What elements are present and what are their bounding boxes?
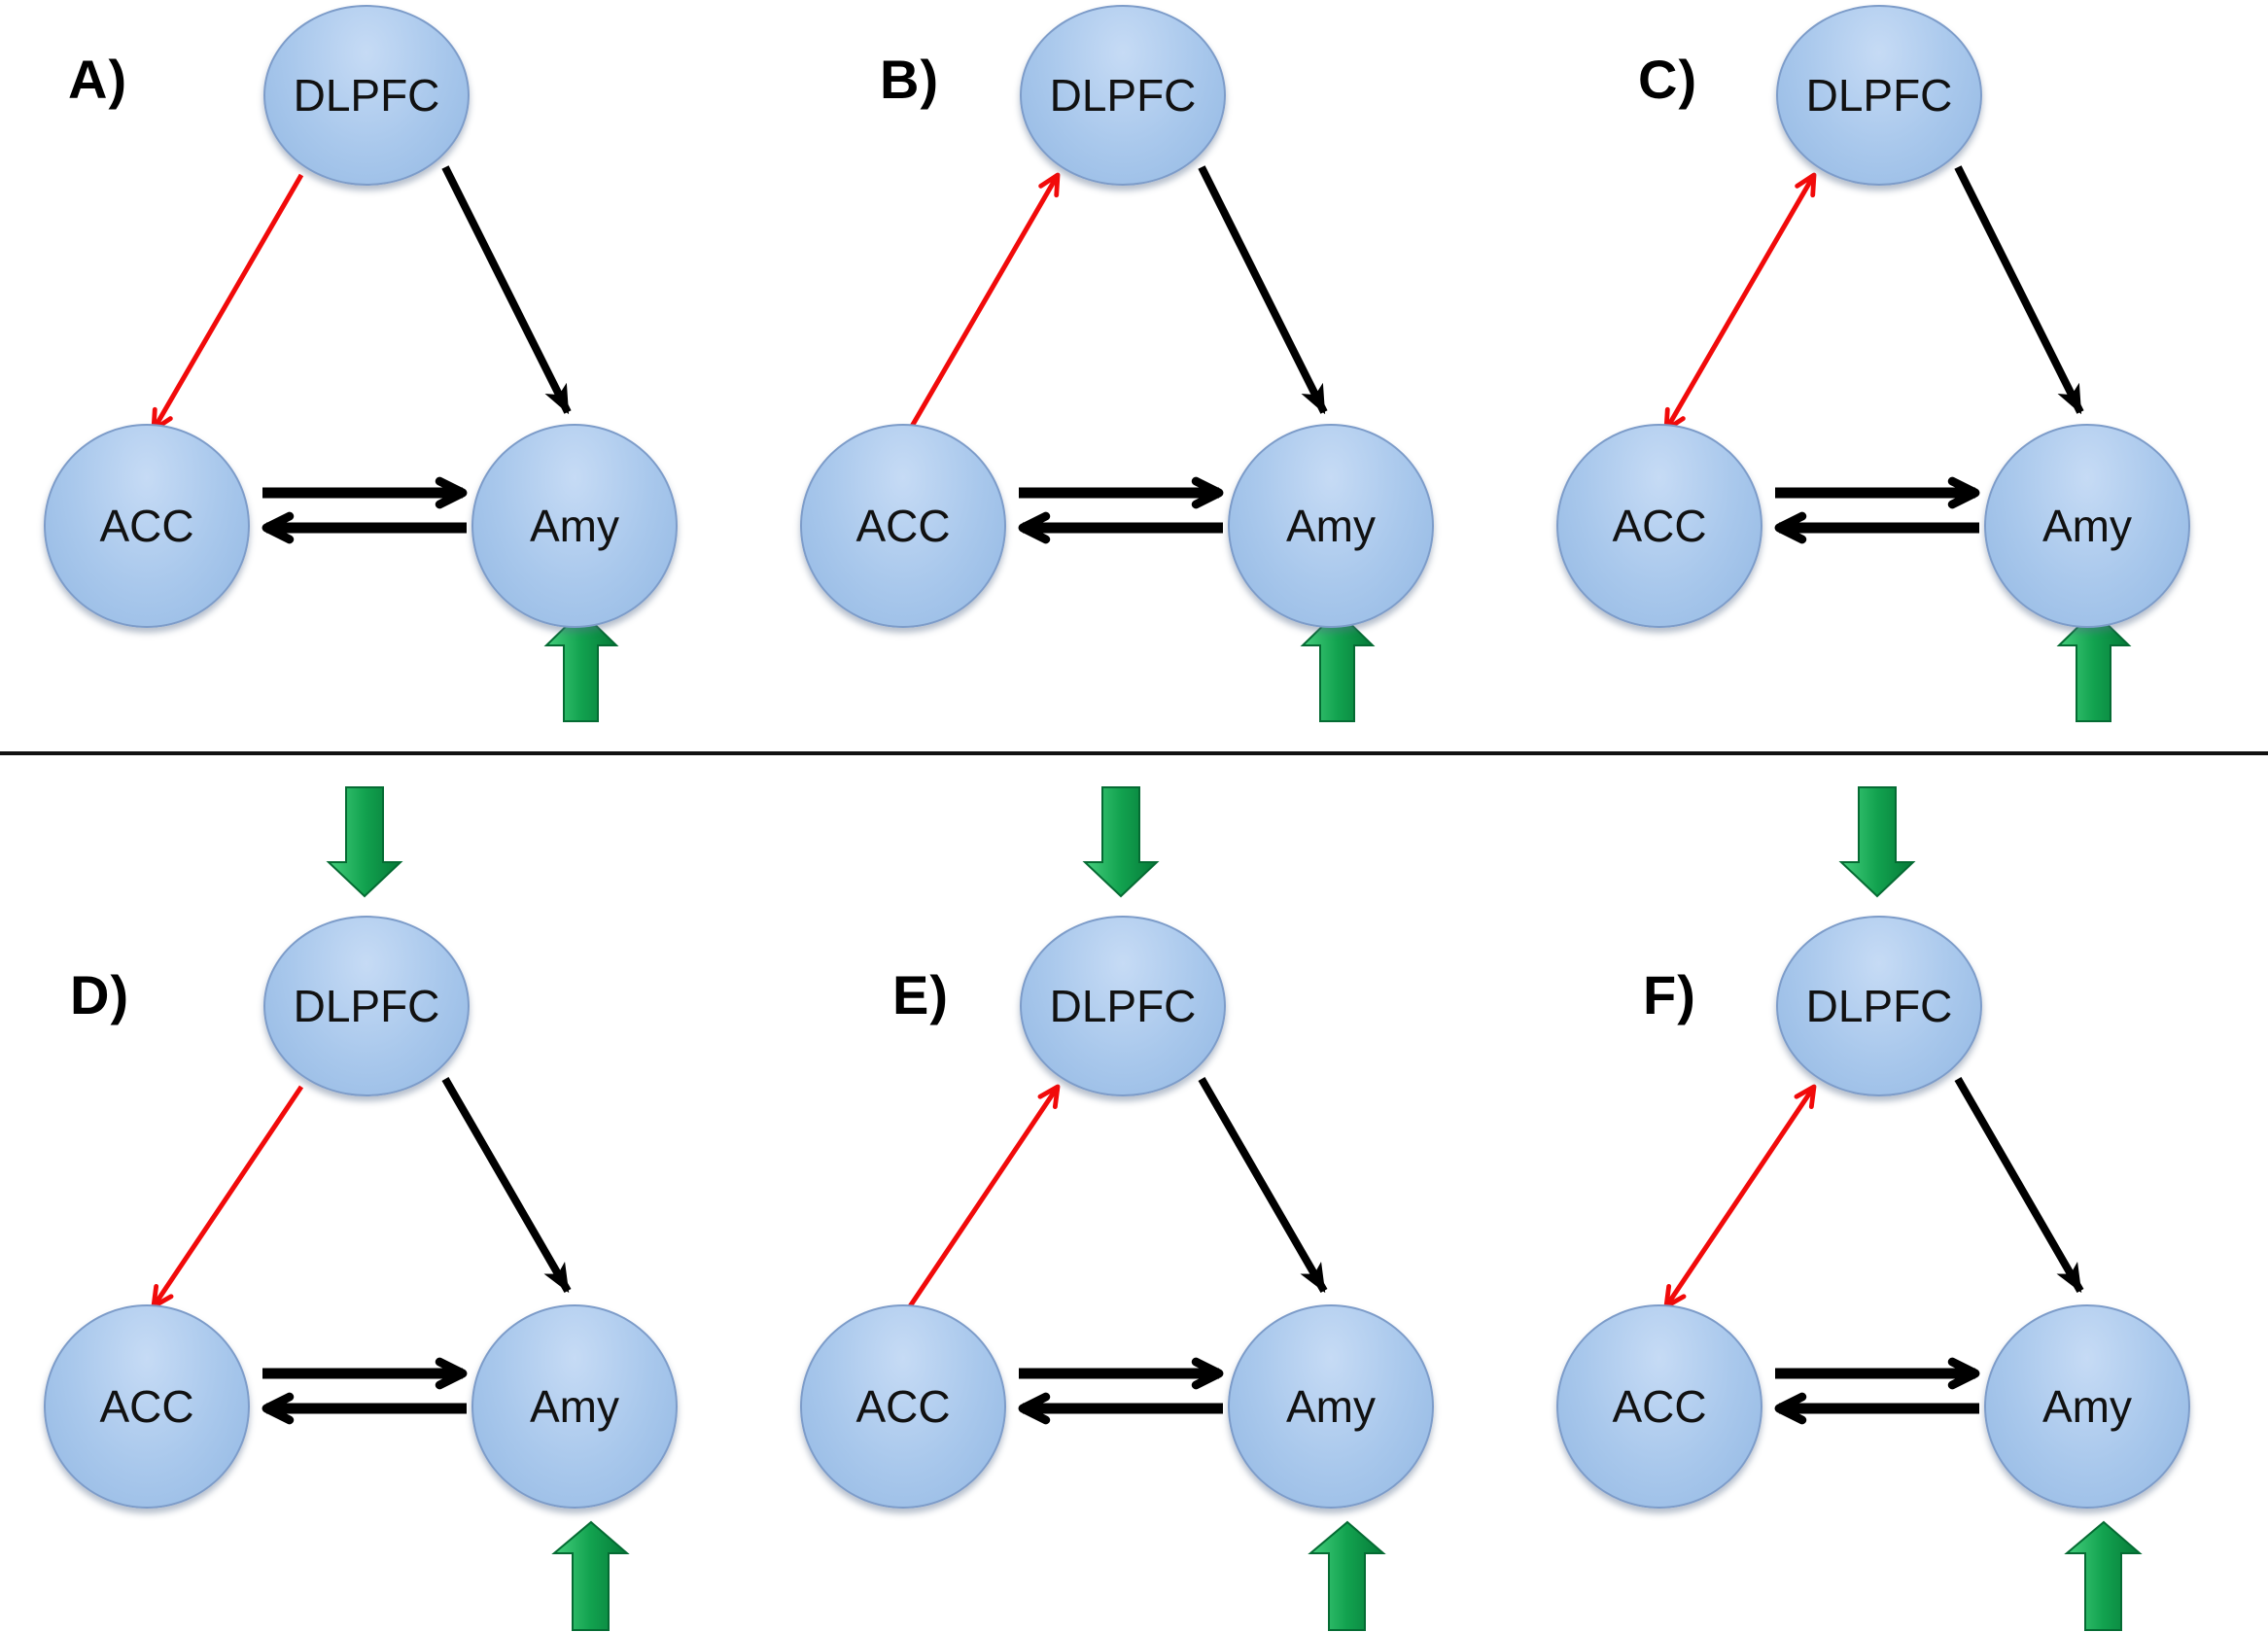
panel-f-arrows xyxy=(1663,786,2143,1631)
node-acc-label: ACC xyxy=(1612,501,1707,551)
node-acc: ACC xyxy=(800,424,1006,628)
node-dlpfc-label: DLPFC xyxy=(1049,70,1197,121)
black-arrow-dlpfc-amy xyxy=(1954,1076,2084,1294)
node-amy: Amy xyxy=(1984,424,2190,628)
panel-d-arrows xyxy=(151,786,630,1631)
node-acc-label: ACC xyxy=(99,1381,194,1432)
green-up-arrow-amy xyxy=(2056,609,2132,722)
black-arrow-dlpfc-amy xyxy=(1954,165,2084,415)
green-up-arrow-amy xyxy=(543,609,619,722)
node-amy-label: Amy xyxy=(1286,501,1376,551)
node-dlpfc: DLPFC xyxy=(1776,916,1982,1096)
node-acc: ACC xyxy=(800,1304,1006,1509)
node-acc: ACC xyxy=(44,1304,250,1509)
panel-label: F) xyxy=(1643,964,1696,1025)
node-dlpfc: DLPFC xyxy=(263,5,470,186)
node-dlpfc-label: DLPFC xyxy=(1805,70,1953,121)
node-acc-label: ACC xyxy=(1612,1381,1707,1432)
green-up-arrow-amy xyxy=(1300,609,1376,722)
node-amy-label: Amy xyxy=(2042,501,2132,551)
panel-d: D) DLPFC ACC Amy xyxy=(0,758,755,1632)
node-acc: ACC xyxy=(44,424,250,628)
node-amy: Amy xyxy=(1984,1304,2190,1509)
node-acc: ACC xyxy=(1556,424,1762,628)
node-amy-label: Amy xyxy=(530,501,619,551)
black-arrow-dlpfc-amy xyxy=(1198,1076,1328,1294)
node-dlpfc: DLPFC xyxy=(1776,5,1982,186)
node-amy: Amy xyxy=(471,424,678,628)
node-acc: ACC xyxy=(1556,1304,1762,1509)
node-amy: Amy xyxy=(471,1304,678,1509)
panel-label: B) xyxy=(880,49,940,110)
panel-label: D) xyxy=(70,964,130,1025)
panel-a: A) DLPFC ACC Amy xyxy=(0,0,755,755)
node-amy-label: Amy xyxy=(1286,1381,1376,1432)
panel-label: E) xyxy=(892,964,949,1025)
panel-c: C) DLPFC ACC Amy xyxy=(1513,0,2268,755)
green-down-arrow-dlpfc xyxy=(326,786,403,898)
panel-f: F) DLPFC ACC Amy xyxy=(1513,758,2268,1632)
panel-b: B) DLPFC ACC Amy xyxy=(756,0,1512,755)
node-dlpfc: DLPFC xyxy=(1020,916,1226,1096)
node-dlpfc-label: DLPFC xyxy=(1049,981,1197,1031)
panel-c-arrows xyxy=(1663,165,2132,722)
green-up-arrow-amy xyxy=(1308,1520,1386,1631)
panel-e-arrows xyxy=(907,786,1386,1631)
red-arrow-dlpfc-acc xyxy=(151,173,304,433)
green-up-arrow-amy xyxy=(2064,1520,2143,1631)
panel-a-arrows xyxy=(151,165,619,722)
panel-label: A) xyxy=(68,49,128,110)
red-arrow-acc-dlpfc-bidirectional xyxy=(1663,172,1817,433)
red-arrow-acc-dlpfc xyxy=(907,1084,1061,1308)
node-amy: Amy xyxy=(1228,424,1434,628)
node-dlpfc: DLPFC xyxy=(1020,5,1226,186)
panel-e: E) DLPFC ACC Amy xyxy=(756,758,1512,1632)
node-acc-label: ACC xyxy=(855,501,951,551)
red-arrow-dlpfc-acc xyxy=(151,1085,304,1309)
node-dlpfc-label: DLPFC xyxy=(293,981,440,1031)
node-dlpfc-label: DLPFC xyxy=(1805,981,1953,1031)
node-dlpfc: DLPFC xyxy=(263,916,470,1096)
row-separator-line xyxy=(0,751,2268,755)
green-down-arrow-dlpfc xyxy=(1838,786,1916,898)
node-amy-label: Amy xyxy=(2042,1381,2132,1432)
node-amy: Amy xyxy=(1228,1304,1434,1509)
node-acc-label: ACC xyxy=(855,1381,951,1432)
panel-b-arrows xyxy=(907,165,1376,722)
black-arrow-dlpfc-amy xyxy=(441,165,572,415)
green-down-arrow-dlpfc xyxy=(1082,786,1160,898)
node-acc-label: ACC xyxy=(99,501,194,551)
panel-label: C) xyxy=(1638,49,1698,110)
node-amy-label: Amy xyxy=(530,1381,619,1432)
black-arrow-dlpfc-amy xyxy=(441,1076,572,1294)
green-up-arrow-amy xyxy=(551,1520,630,1631)
node-dlpfc-label: DLPFC xyxy=(293,70,440,121)
black-arrow-dlpfc-amy xyxy=(1198,165,1328,415)
red-arrow-acc-dlpfc xyxy=(907,172,1061,432)
red-arrow-acc-dlpfc-bidirectional xyxy=(1663,1084,1817,1309)
